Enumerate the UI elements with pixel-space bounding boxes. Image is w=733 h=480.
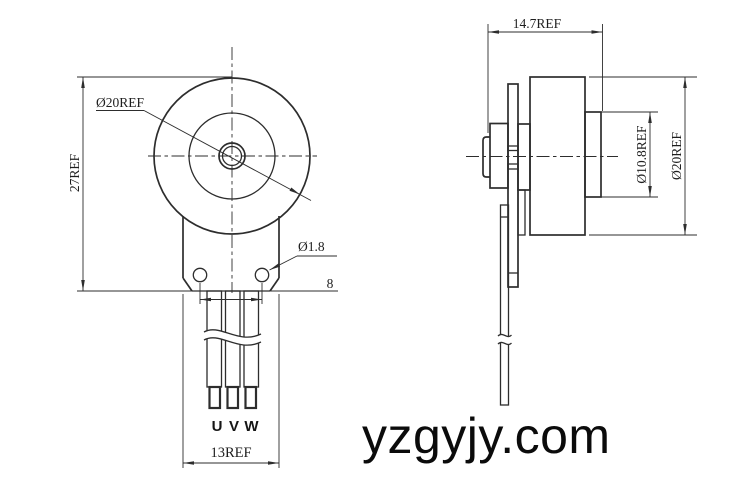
wire-ribbon bbox=[203, 290, 262, 410]
dim-body-diameter: Ø20REF bbox=[589, 76, 697, 236]
mounting-plate bbox=[507, 83, 519, 288]
terminal-pin-u bbox=[208, 385, 222, 410]
dim-hub-diameter: Ø10.8REF bbox=[598, 111, 658, 198]
wire-break-top bbox=[203, 329, 262, 338]
motor-hub-circle bbox=[188, 112, 276, 200]
motor-outer-circle bbox=[153, 77, 311, 235]
dim-label-hub-dia: Ø10.8REF bbox=[634, 125, 649, 184]
side-view: 14.7REF Ø10.8REF Ø20REF bbox=[466, 16, 697, 406]
shaft-hub-mark-top bbox=[507, 145, 519, 152]
dim-label-height: 27REF bbox=[67, 153, 82, 192]
dim-height-27ref: 27REF bbox=[67, 76, 338, 292]
tail-strip bbox=[499, 204, 510, 406]
arrow-down-icon bbox=[648, 186, 652, 197]
leader-line bbox=[143, 110, 312, 201]
dim-label-body-dia: Ø20REF bbox=[669, 132, 684, 181]
dim-outer-diameter: Ø20REF bbox=[96, 95, 312, 201]
tail-break-bottom bbox=[497, 341, 512, 346]
arrow-left-icon bbox=[488, 30, 499, 34]
watermark-text: yzgyjy.com bbox=[362, 408, 611, 464]
arrow-right-icon bbox=[251, 297, 262, 302]
motor-body-side bbox=[529, 76, 586, 236]
rear-hub bbox=[584, 111, 602, 198]
mount-hole-right bbox=[254, 267, 270, 283]
terminal-label-v: V bbox=[229, 418, 239, 435]
arrow-up-icon bbox=[648, 112, 652, 123]
terminal-label-w: W bbox=[244, 418, 259, 435]
dim-hole-diameter: Ø1.8 bbox=[269, 239, 337, 271]
terminal-pin-w bbox=[244, 385, 258, 410]
arrow-leader-icon bbox=[269, 263, 281, 270]
arrow-up-icon bbox=[683, 77, 687, 88]
dim-label-hole-spacing: 8 bbox=[327, 276, 334, 291]
shaft-end-cap bbox=[482, 136, 490, 178]
arrow-left-icon bbox=[200, 297, 211, 302]
arrow-left-icon bbox=[183, 461, 194, 465]
dim-length-147ref: 14.7REF bbox=[487, 16, 603, 133]
mount-hole-left bbox=[192, 267, 208, 283]
front-flange bbox=[517, 123, 531, 191]
dim-label-outer-dia: Ø20REF bbox=[96, 95, 145, 110]
tail-break-top bbox=[497, 333, 512, 338]
front-view: U V W 27REF Ø20REF Ø1.8 bbox=[67, 47, 338, 468]
dim-width-13ref: 13REF bbox=[182, 294, 280, 468]
wire-break-bottom bbox=[203, 337, 262, 346]
arrow-up-icon bbox=[81, 77, 85, 88]
body-left-chamfer bbox=[182, 277, 193, 292]
dim-label-width: 13REF bbox=[210, 445, 251, 461]
dim-label-length: 14.7REF bbox=[513, 16, 562, 31]
arrow-right-icon bbox=[591, 30, 603, 34]
body-right-chamfer bbox=[269, 277, 280, 292]
terminal-pin-v bbox=[226, 385, 240, 410]
wire-channel bbox=[517, 189, 526, 236]
shaft-boss-circle bbox=[218, 142, 246, 170]
arrow-leader-icon bbox=[289, 187, 300, 195]
arrow-down-icon bbox=[683, 224, 687, 235]
arrow-right-icon bbox=[268, 461, 279, 465]
front-collar bbox=[489, 122, 509, 189]
shaft-circle bbox=[221, 145, 243, 167]
wire-break-band bbox=[204, 329, 261, 346]
arrow-down-icon bbox=[81, 280, 85, 291]
fpc-tail bbox=[497, 204, 512, 406]
dim-label-hole-dia: Ø1.8 bbox=[298, 239, 325, 254]
shaft-hub-mark-bottom bbox=[507, 163, 519, 170]
dim-hole-spacing: 8 bbox=[199, 276, 334, 304]
terminal-label-u: U bbox=[212, 418, 223, 435]
